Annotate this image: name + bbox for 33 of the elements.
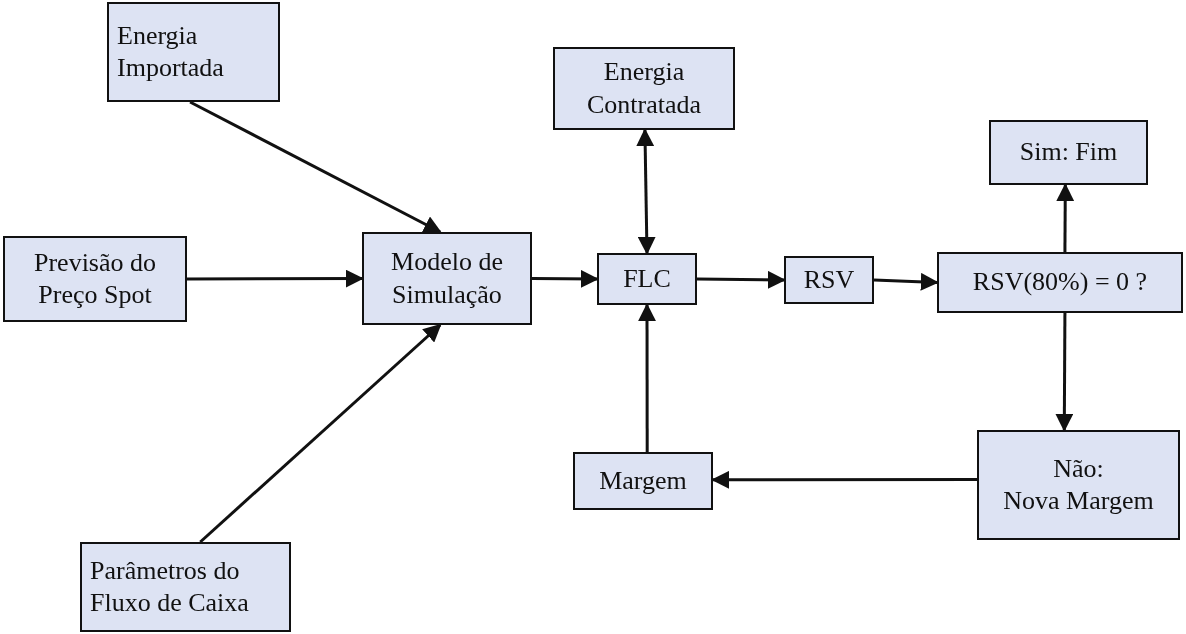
box-label: RSV(80%) = 0 ? (972, 266, 1148, 299)
process-box (3, 236, 187, 322)
process-box (573, 452, 713, 510)
arrow (873, 272, 939, 291)
arrow (199, 323, 442, 544)
process-box (107, 2, 280, 102)
box-label: Modelo de Simulação (390, 246, 504, 311)
arrow (187, 269, 364, 288)
box-label: Nova Margem (1003, 485, 1154, 517)
box-label: RSV (803, 263, 855, 296)
box-label: Não: (1053, 452, 1104, 485)
box-label: FLC (623, 262, 671, 295)
arrow (636, 128, 656, 255)
box-label: Sim: Fim (1019, 136, 1118, 169)
box-label: Margem (599, 464, 687, 497)
arrow (189, 100, 442, 234)
arrow (1056, 183, 1075, 252)
process-box (784, 256, 874, 304)
box-label: Energia Contratada (585, 56, 703, 121)
process-box (553, 47, 735, 130)
process-box (362, 232, 532, 325)
process-box (977, 430, 1180, 540)
process-box (937, 252, 1183, 313)
process-box (597, 253, 697, 305)
process-box (80, 542, 291, 632)
process-box (989, 120, 1148, 185)
arrow (532, 269, 599, 288)
box-label: Previsão do Preço Spot (32, 246, 157, 311)
box-label: Parâmetros do Fluxo de Caixa (90, 554, 250, 619)
arrow (1055, 313, 1074, 432)
arrow (638, 303, 656, 452)
box-label: Energia Importada (117, 19, 225, 84)
arrow (697, 270, 786, 289)
